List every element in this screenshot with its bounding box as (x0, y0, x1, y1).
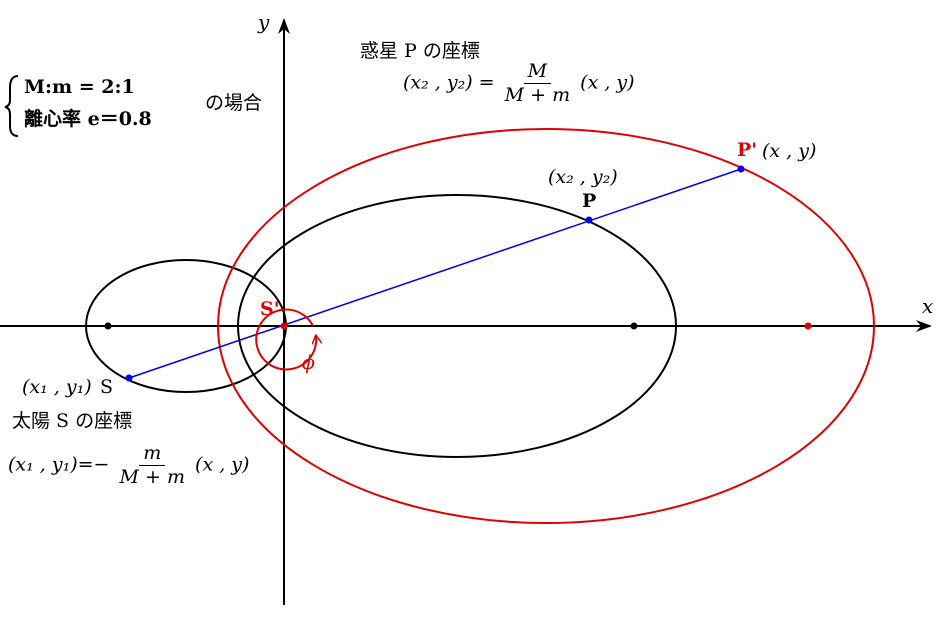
condition-suffix: の場合 (205, 92, 263, 114)
planet-orbit-focus (630, 322, 638, 330)
planet-coord-title: 惑星 P の座標 (360, 40, 480, 62)
planet-point-coord: (x₂ , y₂) (548, 166, 618, 188)
eccentricity: 離心率 e＝0.8 (24, 108, 152, 130)
planet-formula-rhs: (x , y) (580, 71, 635, 94)
planet-fraction-num: M (523, 62, 552, 84)
mass-ratio: M:m = 2:1 (24, 76, 135, 98)
sun-formula-lhs: (x₁ , y₁)=− (8, 453, 110, 476)
relative-orbit-focus (804, 322, 812, 330)
planet-point-label: P (582, 190, 597, 212)
sun-fraction-num: m (139, 444, 166, 466)
planet-fraction-den: M + m (504, 84, 571, 106)
sun-coord-title: 太陽 S の座標 (12, 410, 133, 432)
relative-orbit (217, 128, 875, 524)
x-axis-label: x (922, 294, 934, 318)
sun-point-label: S (100, 376, 114, 398)
sun-point-coord: (x₁ , y₁) (22, 376, 92, 398)
phi-label: ϕ (302, 352, 315, 374)
condition-brace (4, 75, 19, 137)
planet-point (585, 216, 593, 224)
s-prime-label: S' (260, 298, 280, 320)
relative-point-label: P' (737, 139, 758, 161)
relative-point-coord: (x , y) (762, 140, 817, 162)
relative-point (737, 165, 745, 173)
sun-fraction-den: M + m (119, 466, 185, 488)
sun-formula-rhs: (x , y) (195, 453, 250, 476)
origin-s-prime (280, 322, 288, 330)
sun-point (125, 374, 133, 382)
phi-angle-arc (255, 308, 316, 371)
y-axis-label: y (258, 10, 270, 34)
sun-orbit-focus (104, 322, 112, 330)
planet-orbit (237, 194, 677, 458)
planet-formula-lhs: (x₂ , y₂) = (403, 71, 495, 94)
connecting-line (128, 168, 742, 379)
